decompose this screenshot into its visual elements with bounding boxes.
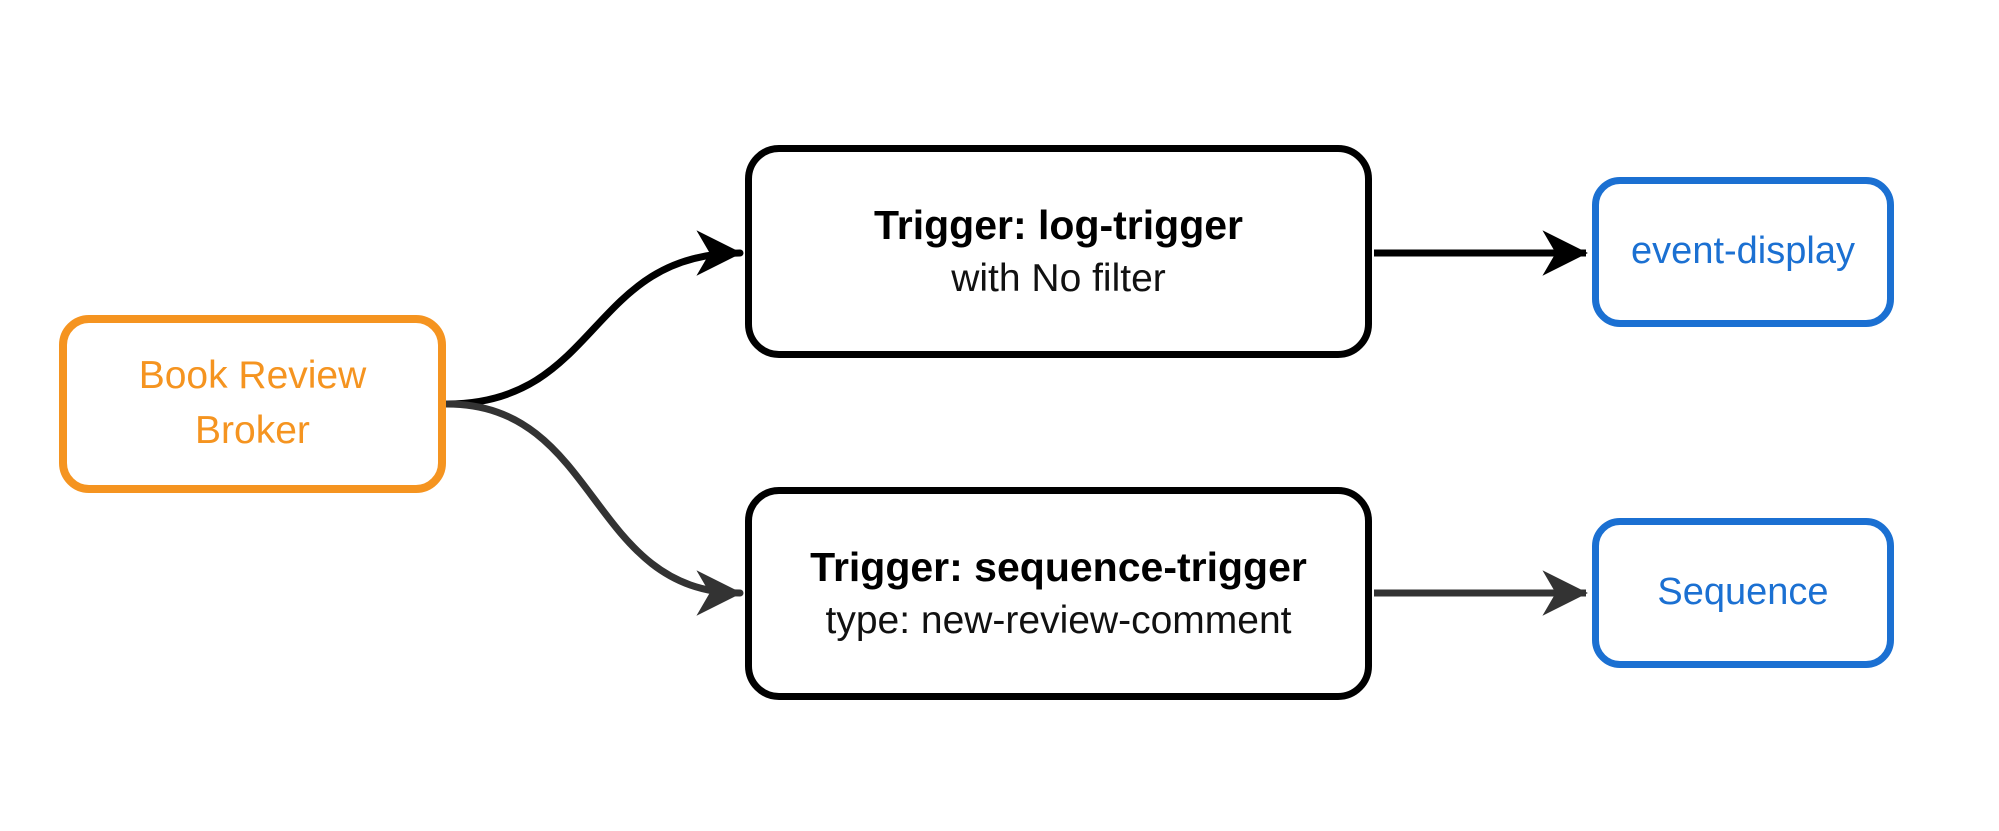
edge-broker-to-log-trigger: [443, 230, 744, 408]
sequence-node: Sequence: [1592, 518, 1894, 668]
sequence-trigger-title: Trigger: sequence-trigger: [810, 543, 1307, 590]
log-trigger-title: Trigger: log-trigger: [874, 201, 1243, 248]
event-display-label: event-display: [1631, 230, 1855, 273]
broker-label: Book Review Broker: [138, 354, 367, 452]
sequence-label: Sequence: [1657, 571, 1829, 614]
event-display-node: event-display: [1592, 177, 1894, 327]
sequence-trigger-node: Trigger: sequence-trigger type: new-revi…: [745, 487, 1372, 700]
log-trigger-subtitle: with No filter: [951, 256, 1166, 300]
broker-node: Book Review Broker: [59, 315, 446, 493]
sequence-trigger-subtitle: type: new-review-comment: [825, 598, 1292, 642]
log-trigger-node: Trigger: log-trigger with No filter: [745, 145, 1372, 358]
edge-broker-to-sequence-trigger: [443, 400, 744, 616]
